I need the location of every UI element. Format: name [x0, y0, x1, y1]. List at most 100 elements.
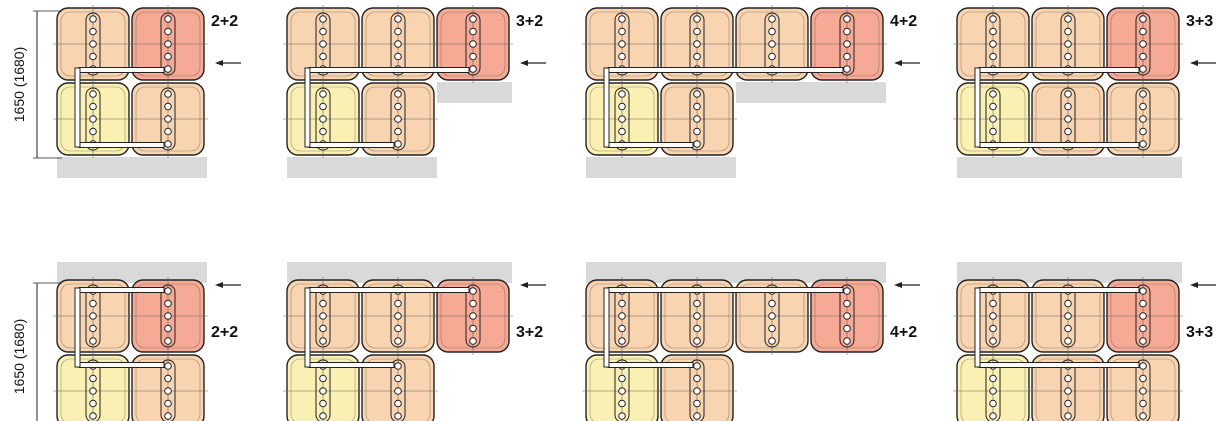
bolt-icon [843, 65, 851, 73]
bolt-icon [989, 27, 997, 36]
bolt-icon [989, 127, 997, 136]
bolt-icon [394, 374, 402, 383]
burner-rail [1135, 12, 1151, 76]
unit-groups [53, 5, 1183, 421]
bolt-icon [164, 287, 172, 295]
bolt-icon [164, 102, 172, 111]
bolt-icon [693, 52, 701, 61]
layout-4-plus-2 [582, 5, 887, 158]
boiler-unit [657, 277, 737, 355]
bolt-icon [164, 374, 172, 383]
bolt-icon [693, 40, 701, 48]
bolt-icon [989, 337, 997, 345]
layout-3-plus-3 [953, 5, 1183, 158]
burner-rail [465, 12, 481, 76]
bolt-icon [989, 15, 997, 23]
riser-pipe [74, 67, 81, 148]
bolt-icon [989, 412, 997, 420]
bolt-icon [618, 127, 626, 136]
burner-rail [689, 359, 705, 421]
bolt-icon [1064, 90, 1072, 98]
bolt-icon [843, 337, 851, 345]
boiler-unit [283, 352, 363, 421]
bolt-icon [843, 299, 851, 308]
bolt-icon [469, 337, 477, 345]
bolt-icon [1139, 312, 1147, 320]
base-plate [586, 262, 886, 283]
bolt-icon [394, 102, 402, 111]
header-pipe [308, 287, 470, 293]
bolt-icon [989, 299, 997, 308]
bolt-icon [469, 287, 477, 295]
layout-label: 3+3 [1186, 13, 1213, 30]
bolt-icon [989, 40, 997, 48]
layout-label: 3+2 [516, 13, 543, 30]
boiler-unit [953, 352, 1033, 421]
bolt-icon [768, 52, 776, 61]
dimension-marker: 1650 (1680) [11, 282, 62, 421]
arrow-head [1190, 282, 1198, 288]
bolt-icon [164, 412, 172, 420]
bolt-icon [1064, 324, 1072, 333]
bolt-icon [164, 299, 172, 308]
boiler-unit [1103, 80, 1183, 158]
bolt-icon [693, 27, 701, 36]
bolt-icon [1064, 102, 1072, 111]
burner-rail [614, 12, 630, 76]
arrow-left-icon [215, 60, 241, 66]
bolt-icon [394, 399, 402, 408]
bolt-icon [469, 65, 477, 73]
layout-label: 3+3 [1186, 324, 1213, 341]
boiler-unit [358, 80, 438, 158]
boiler-unit [657, 80, 737, 158]
bolt-icon [618, 399, 626, 408]
riser-pipe [603, 287, 610, 368]
boiler-unit [358, 352, 438, 421]
arrow-head [894, 282, 902, 288]
bolt-icon [394, 40, 402, 48]
layout-label: 4+2 [890, 324, 917, 341]
burner-rail [985, 87, 1001, 151]
burner-rail [315, 284, 331, 348]
base-plate [586, 157, 736, 178]
burner-rail [614, 87, 630, 151]
bolt-icon [1139, 40, 1147, 48]
bolt-icon [394, 15, 402, 23]
bolt-icon [394, 387, 402, 395]
bolt-icon [693, 115, 701, 123]
header-pipe [978, 362, 1140, 368]
bolt-icon [164, 362, 172, 370]
bolt-icon [693, 337, 701, 345]
bolt-icon [394, 337, 402, 345]
bolt-icon [768, 337, 776, 345]
dimension-label: 1650 (1680) [11, 47, 27, 123]
burner-rail [85, 87, 101, 151]
arrow-head [520, 282, 528, 288]
layout-3-plus-2 [283, 5, 513, 158]
bolt-icon [394, 299, 402, 308]
burner-rail [985, 12, 1001, 76]
bolt-icon [164, 312, 172, 320]
bolt-icon [618, 90, 626, 98]
bolt-icon [618, 412, 626, 420]
bolt-icon [469, 52, 477, 61]
base-plate [736, 82, 886, 103]
bolt-icon [89, 102, 97, 111]
burner-rail [315, 359, 331, 421]
bolt-icon [1139, 65, 1147, 73]
bolt-icon [1139, 324, 1147, 333]
bolt-icon [989, 115, 997, 123]
bolt-icon [319, 27, 327, 36]
bolt-icon [469, 299, 477, 308]
bolt-icon [1139, 374, 1147, 383]
bolt-icon [469, 312, 477, 320]
dimension-marker: 1650 (1680) [11, 10, 62, 159]
bolt-icon [989, 399, 997, 408]
boiler-unit [1028, 352, 1108, 421]
bolt-icon [693, 399, 701, 408]
arrow-left-icon [1190, 282, 1216, 288]
bolt-icon [89, 27, 97, 36]
burner-rail [1135, 359, 1151, 421]
boiler-unit [807, 5, 887, 83]
